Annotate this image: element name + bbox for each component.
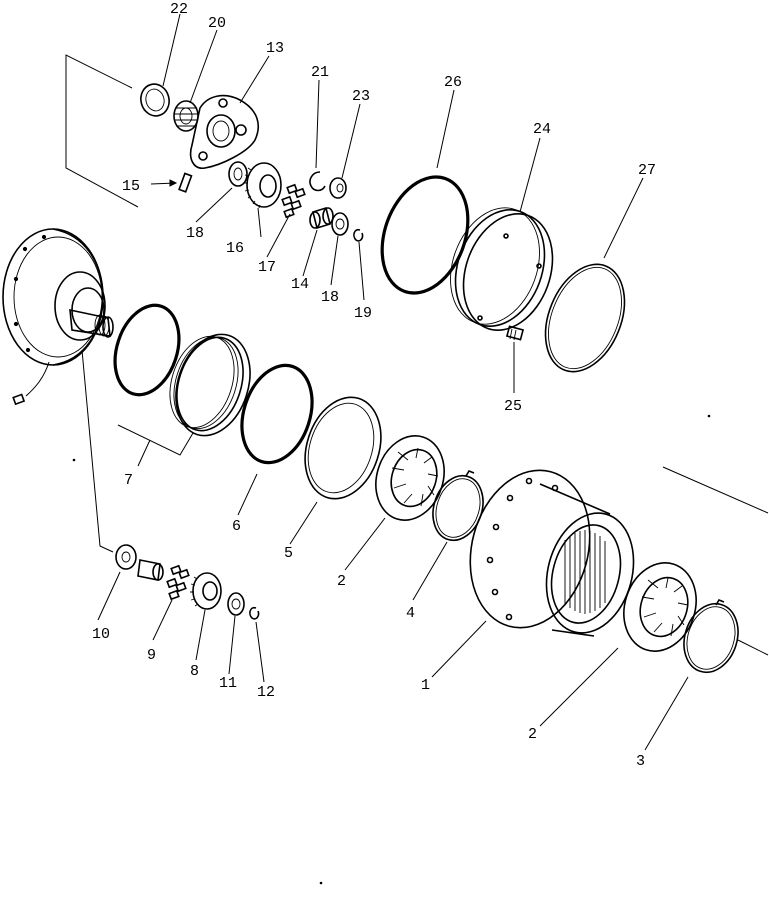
part-23-bearing bbox=[329, 177, 347, 199]
part-3-snap-ring bbox=[683, 599, 739, 674]
label-3: 3 bbox=[636, 753, 645, 770]
part-8-gear bbox=[190, 572, 222, 610]
part-26-o-ring bbox=[380, 175, 470, 295]
label-10: 10 bbox=[92, 626, 110, 643]
label-1: 1 bbox=[421, 677, 430, 694]
part-4-snap-ring bbox=[432, 470, 484, 542]
part-27-snap-ring bbox=[544, 263, 626, 373]
label-21: 21 bbox=[311, 64, 329, 81]
label-8: 8 bbox=[190, 663, 199, 680]
part-10-sleeve bbox=[137, 559, 164, 581]
part-15-pin bbox=[178, 172, 193, 193]
label-2-upper: 2 bbox=[337, 573, 346, 590]
part-18-washer-upper bbox=[228, 161, 248, 187]
part-19-clip bbox=[353, 228, 364, 242]
label-23: 23 bbox=[352, 88, 370, 105]
part-2-bearing-upper bbox=[375, 435, 445, 521]
label-13: 13 bbox=[266, 40, 284, 57]
label-7: 7 bbox=[124, 472, 133, 489]
part-13-carrier-plate bbox=[189, 94, 259, 169]
part-18-washer-lower bbox=[331, 212, 349, 236]
part-2-bearing-lower bbox=[623, 562, 697, 652]
label-12: 12 bbox=[257, 684, 275, 701]
label-17: 17 bbox=[258, 259, 276, 276]
part-labels: 22 20 13 21 23 26 24 27 15 18 16 17 14 1… bbox=[92, 1, 656, 770]
part-10-washer bbox=[115, 544, 137, 570]
label-16: 16 bbox=[226, 240, 244, 257]
label-14: 14 bbox=[291, 276, 309, 293]
part-1-ring-gear bbox=[469, 469, 635, 637]
label-22: 22 bbox=[170, 1, 188, 18]
part-20-bearing bbox=[173, 100, 199, 132]
part-5-ring bbox=[304, 396, 382, 500]
label-18-lower: 18 bbox=[321, 289, 339, 306]
leader-shaft-down bbox=[81, 349, 114, 553]
part-12-clip bbox=[249, 606, 260, 620]
part-16-gear bbox=[244, 162, 282, 209]
leader-lines bbox=[97, 13, 689, 751]
part-7-seal-ring bbox=[169, 333, 251, 437]
part-17-rollers bbox=[281, 183, 306, 219]
bracket-bottom-right bbox=[662, 466, 769, 656]
part-11-washer bbox=[227, 592, 245, 616]
label-24: 24 bbox=[533, 121, 551, 138]
scan-specks bbox=[72, 414, 711, 885]
part-25-plug bbox=[505, 325, 525, 341]
bracket-top-left bbox=[65, 54, 139, 208]
part-9-rollers bbox=[166, 564, 190, 601]
label-6: 6 bbox=[232, 518, 241, 535]
label-9: 9 bbox=[147, 647, 156, 664]
part-24-cover bbox=[450, 207, 554, 331]
part-21-snap-ring bbox=[309, 171, 326, 192]
label-20: 20 bbox=[208, 15, 226, 32]
part-7-o-ring bbox=[113, 303, 181, 397]
part-22-seal bbox=[140, 83, 170, 117]
label-19: 19 bbox=[354, 305, 372, 322]
label-25: 25 bbox=[504, 398, 522, 415]
label-11: 11 bbox=[219, 675, 237, 692]
label-2-lower: 2 bbox=[528, 726, 537, 743]
label-4: 4 bbox=[406, 605, 415, 622]
label-15: 15 bbox=[122, 178, 140, 195]
label-27: 27 bbox=[638, 162, 656, 179]
label-5: 5 bbox=[284, 545, 293, 562]
label-18-upper: 18 bbox=[186, 225, 204, 242]
part-6-o-ring bbox=[240, 363, 314, 465]
part-14-shaft bbox=[309, 206, 334, 230]
label-26: 26 bbox=[444, 74, 462, 91]
carrier-housing bbox=[2, 228, 114, 406]
